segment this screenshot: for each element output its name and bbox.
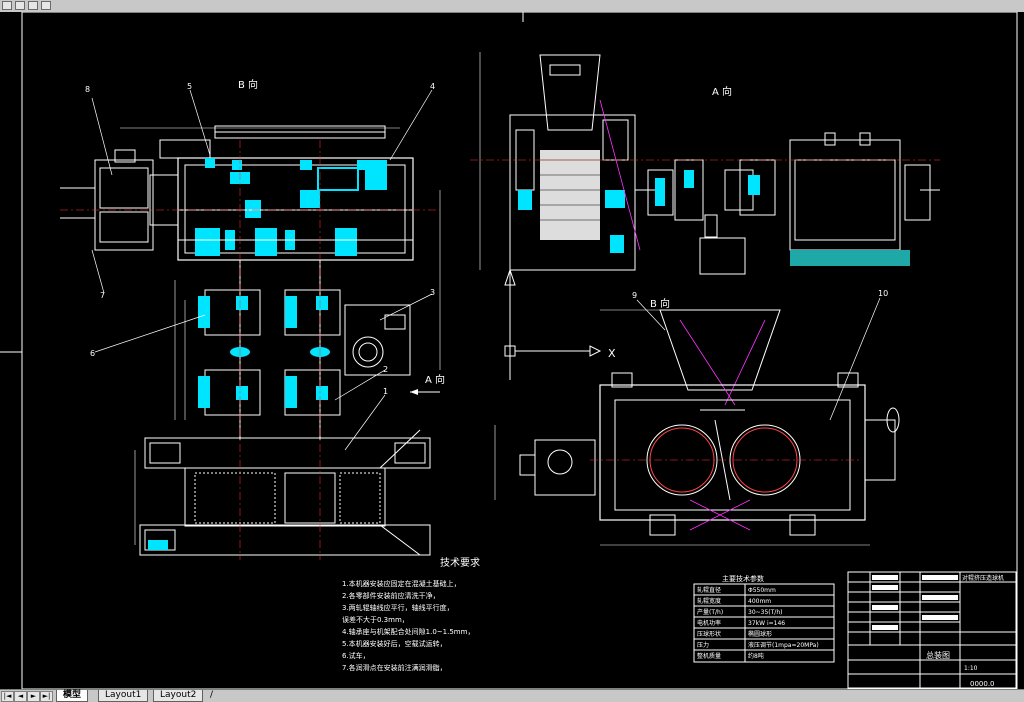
first-tab-icon[interactable]: |◄	[1, 691, 14, 702]
param-value: 37kW i=146	[748, 620, 785, 627]
param-value: 30~35(T/h)	[748, 609, 782, 616]
toolbar-icon[interactable]	[15, 1, 25, 10]
param-value: 400mm	[748, 598, 771, 605]
param-value: 椭圆球形	[748, 630, 772, 638]
last-tab-icon[interactable]: ►|	[40, 691, 53, 702]
tech-item: 6.试车，	[342, 651, 370, 660]
drawing-canvas[interactable]: B 向 A 向 8 5 4 7 6 3 2 1	[0, 11, 1024, 690]
callout-1: 1	[383, 387, 388, 396]
param-value: 液压调节(1mpa=20MPa)	[748, 641, 819, 649]
callout-4: 4	[430, 82, 435, 91]
tech-requirements-title: 技术要求	[440, 556, 480, 569]
left-plan-view	[60, 89, 441, 560]
layout-tab-bar: |◄ ◄ ► ►| 模型 Layout1 Layout2 /	[0, 689, 1024, 702]
toolbar-icon[interactable]	[28, 1, 38, 10]
tech-item: 4.轴承座与机架配合处间隙1.0~1.5mm，	[342, 627, 474, 636]
view-label-a-arrow: A 向	[425, 373, 445, 386]
tab-layout2[interactable]: Layout2	[153, 690, 204, 702]
tech-item: 1.本机器安装应固定在混凝土基础上，	[342, 579, 461, 588]
cad-drawing: B 向 A 向 8 5 4 7 6 3 2 1	[0, 11, 1018, 690]
title-block-header: 对辊挤压造球机	[962, 574, 1004, 582]
param-value: 约8吨	[748, 652, 764, 660]
view-label-b-left: B 向	[238, 78, 258, 91]
ucs-x-label: X	[608, 347, 616, 360]
param-label: 电机功率	[697, 619, 721, 627]
callout-9: 9	[632, 291, 637, 300]
toolbar-icon[interactable]	[2, 1, 12, 10]
view-label-b-right: B 向	[650, 297, 670, 310]
param-label: 压力	[697, 641, 709, 649]
next-tab-icon[interactable]: ►	[27, 691, 40, 702]
callout-7: 7	[100, 291, 105, 300]
tech-requirements-list: 1.本机器安装应固定在混凝土基础上， 2.各零部件安装前应清洗干净， 3.两轧辊…	[342, 579, 474, 672]
tab-separator: /	[210, 690, 214, 700]
tech-item: 5.本机器安装好后，空载试运转，	[342, 639, 447, 648]
params-table	[693, 583, 835, 663]
tech-item: 2.各零部件安装前应清洗干净，	[342, 591, 440, 600]
b-view	[494, 297, 900, 546]
callout-5: 5	[187, 82, 192, 91]
callout-8: 8	[85, 85, 90, 94]
param-label: 轧辊直径	[697, 586, 721, 594]
tech-item: 3.两轧辊轴线应平行，轴线平行度，	[342, 603, 454, 612]
prev-tab-icon[interactable]: ◄	[14, 691, 27, 702]
tech-item: 误差不大于0.3mm，	[342, 615, 409, 624]
a-view	[470, 52, 940, 380]
tech-item: 7.各润滑点在安装前注满润滑脂，	[342, 663, 447, 672]
title-block-code: 0000.0	[970, 680, 995, 688]
callout-6: 6	[90, 349, 95, 358]
param-label: 产量(T/h)	[697, 608, 723, 616]
param-value: Φ550mm	[748, 587, 776, 594]
param-label: 整机质量	[697, 652, 721, 660]
title-block-scale: 1:10	[964, 665, 978, 672]
param-label: 压球形状	[697, 630, 721, 638]
title-block	[847, 571, 1017, 689]
param-label: 轧辊宽度	[697, 597, 721, 605]
tab-model[interactable]: 模型	[56, 690, 89, 702]
callout-10: 10	[878, 289, 888, 298]
view-label-a-top: A 向	[712, 85, 732, 98]
toolbar-icon[interactable]	[41, 1, 51, 10]
title-block-drawing-name: 总装图	[926, 650, 950, 660]
callout-3: 3	[430, 288, 435, 297]
callout-2: 2	[383, 365, 388, 374]
params-title: 主要技术参数	[722, 574, 764, 583]
tab-layout1[interactable]: Layout1	[98, 690, 149, 702]
